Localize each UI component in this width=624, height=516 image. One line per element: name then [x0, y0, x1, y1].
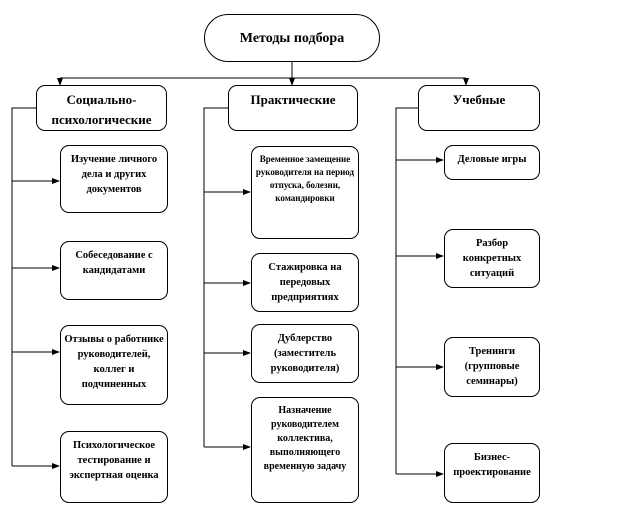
category-practical: Практические [228, 85, 358, 131]
method-node: Разбор конкретных ситуаций [444, 229, 540, 288]
method-node: Бизнес-проектирование [444, 443, 540, 503]
method-node: Собеседование с кандидатами [60, 241, 168, 300]
root-node: Методы подбора [204, 14, 380, 62]
method-node: Тренинги (групповые семинары) [444, 337, 540, 397]
method-node: Назначение руководителем коллектива, вып… [251, 397, 359, 503]
category-social-psychological: Социально-психологические [36, 85, 167, 131]
method-node: Дублерство (заместитель руководителя) [251, 324, 359, 383]
category-educational: Учебные [418, 85, 540, 131]
method-node: Деловые игры [444, 145, 540, 180]
method-node: Отзывы о работнике руководителей, коллег… [60, 325, 168, 405]
method-node: Стажировка на передовых предприятиях [251, 253, 359, 312]
method-node: Психологическое тестирование и экспертна… [60, 431, 168, 503]
method-node: Изучение личного дела и других документо… [60, 145, 168, 213]
method-node: Временное замещение руководителя на пери… [251, 146, 359, 239]
